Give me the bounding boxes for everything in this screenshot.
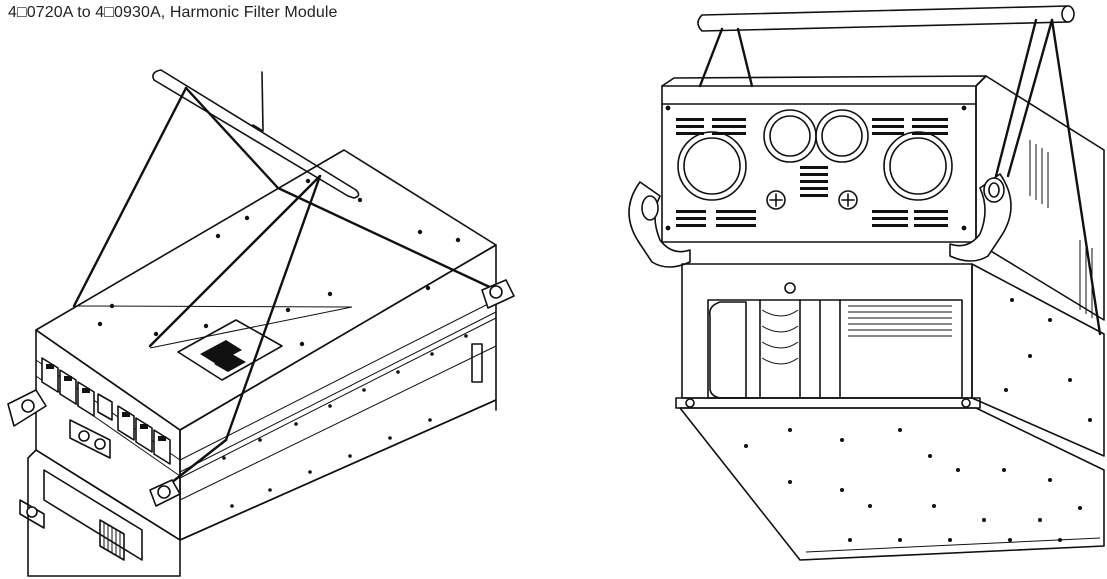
figure-caption: 4□0720A to 4□0930A, Harmonic Filter Modu… xyxy=(8,4,338,21)
left-lifting-bar xyxy=(152,69,360,199)
right-lifting-bar xyxy=(697,5,1075,32)
right-bottom-flange xyxy=(675,397,981,409)
right-module-figure xyxy=(628,5,1105,561)
right-bottom-holes xyxy=(744,428,1082,542)
left-lifting-lugs xyxy=(7,279,515,507)
right-conduit-openings xyxy=(677,109,953,201)
left-side-holes xyxy=(222,334,468,508)
left-lower-body xyxy=(27,449,181,577)
right-upper-vents xyxy=(676,118,948,227)
left-control-hatch xyxy=(177,319,283,381)
right-lower-front xyxy=(681,263,973,399)
right-bottom-panel xyxy=(679,407,1105,561)
right-side-vents xyxy=(1029,140,1093,318)
right-ground-terminals xyxy=(766,190,858,210)
right-upper-side xyxy=(975,75,1105,321)
left-heatsink-fins xyxy=(103,522,121,557)
right-lifting-shackles xyxy=(628,173,1012,268)
right-inner-louvers xyxy=(761,305,952,365)
left-top-panel xyxy=(35,149,497,431)
left-top-holes xyxy=(97,178,461,347)
right-wire-ropes xyxy=(698,18,1102,336)
left-terminals xyxy=(41,357,171,465)
left-module-figure xyxy=(7,69,515,577)
